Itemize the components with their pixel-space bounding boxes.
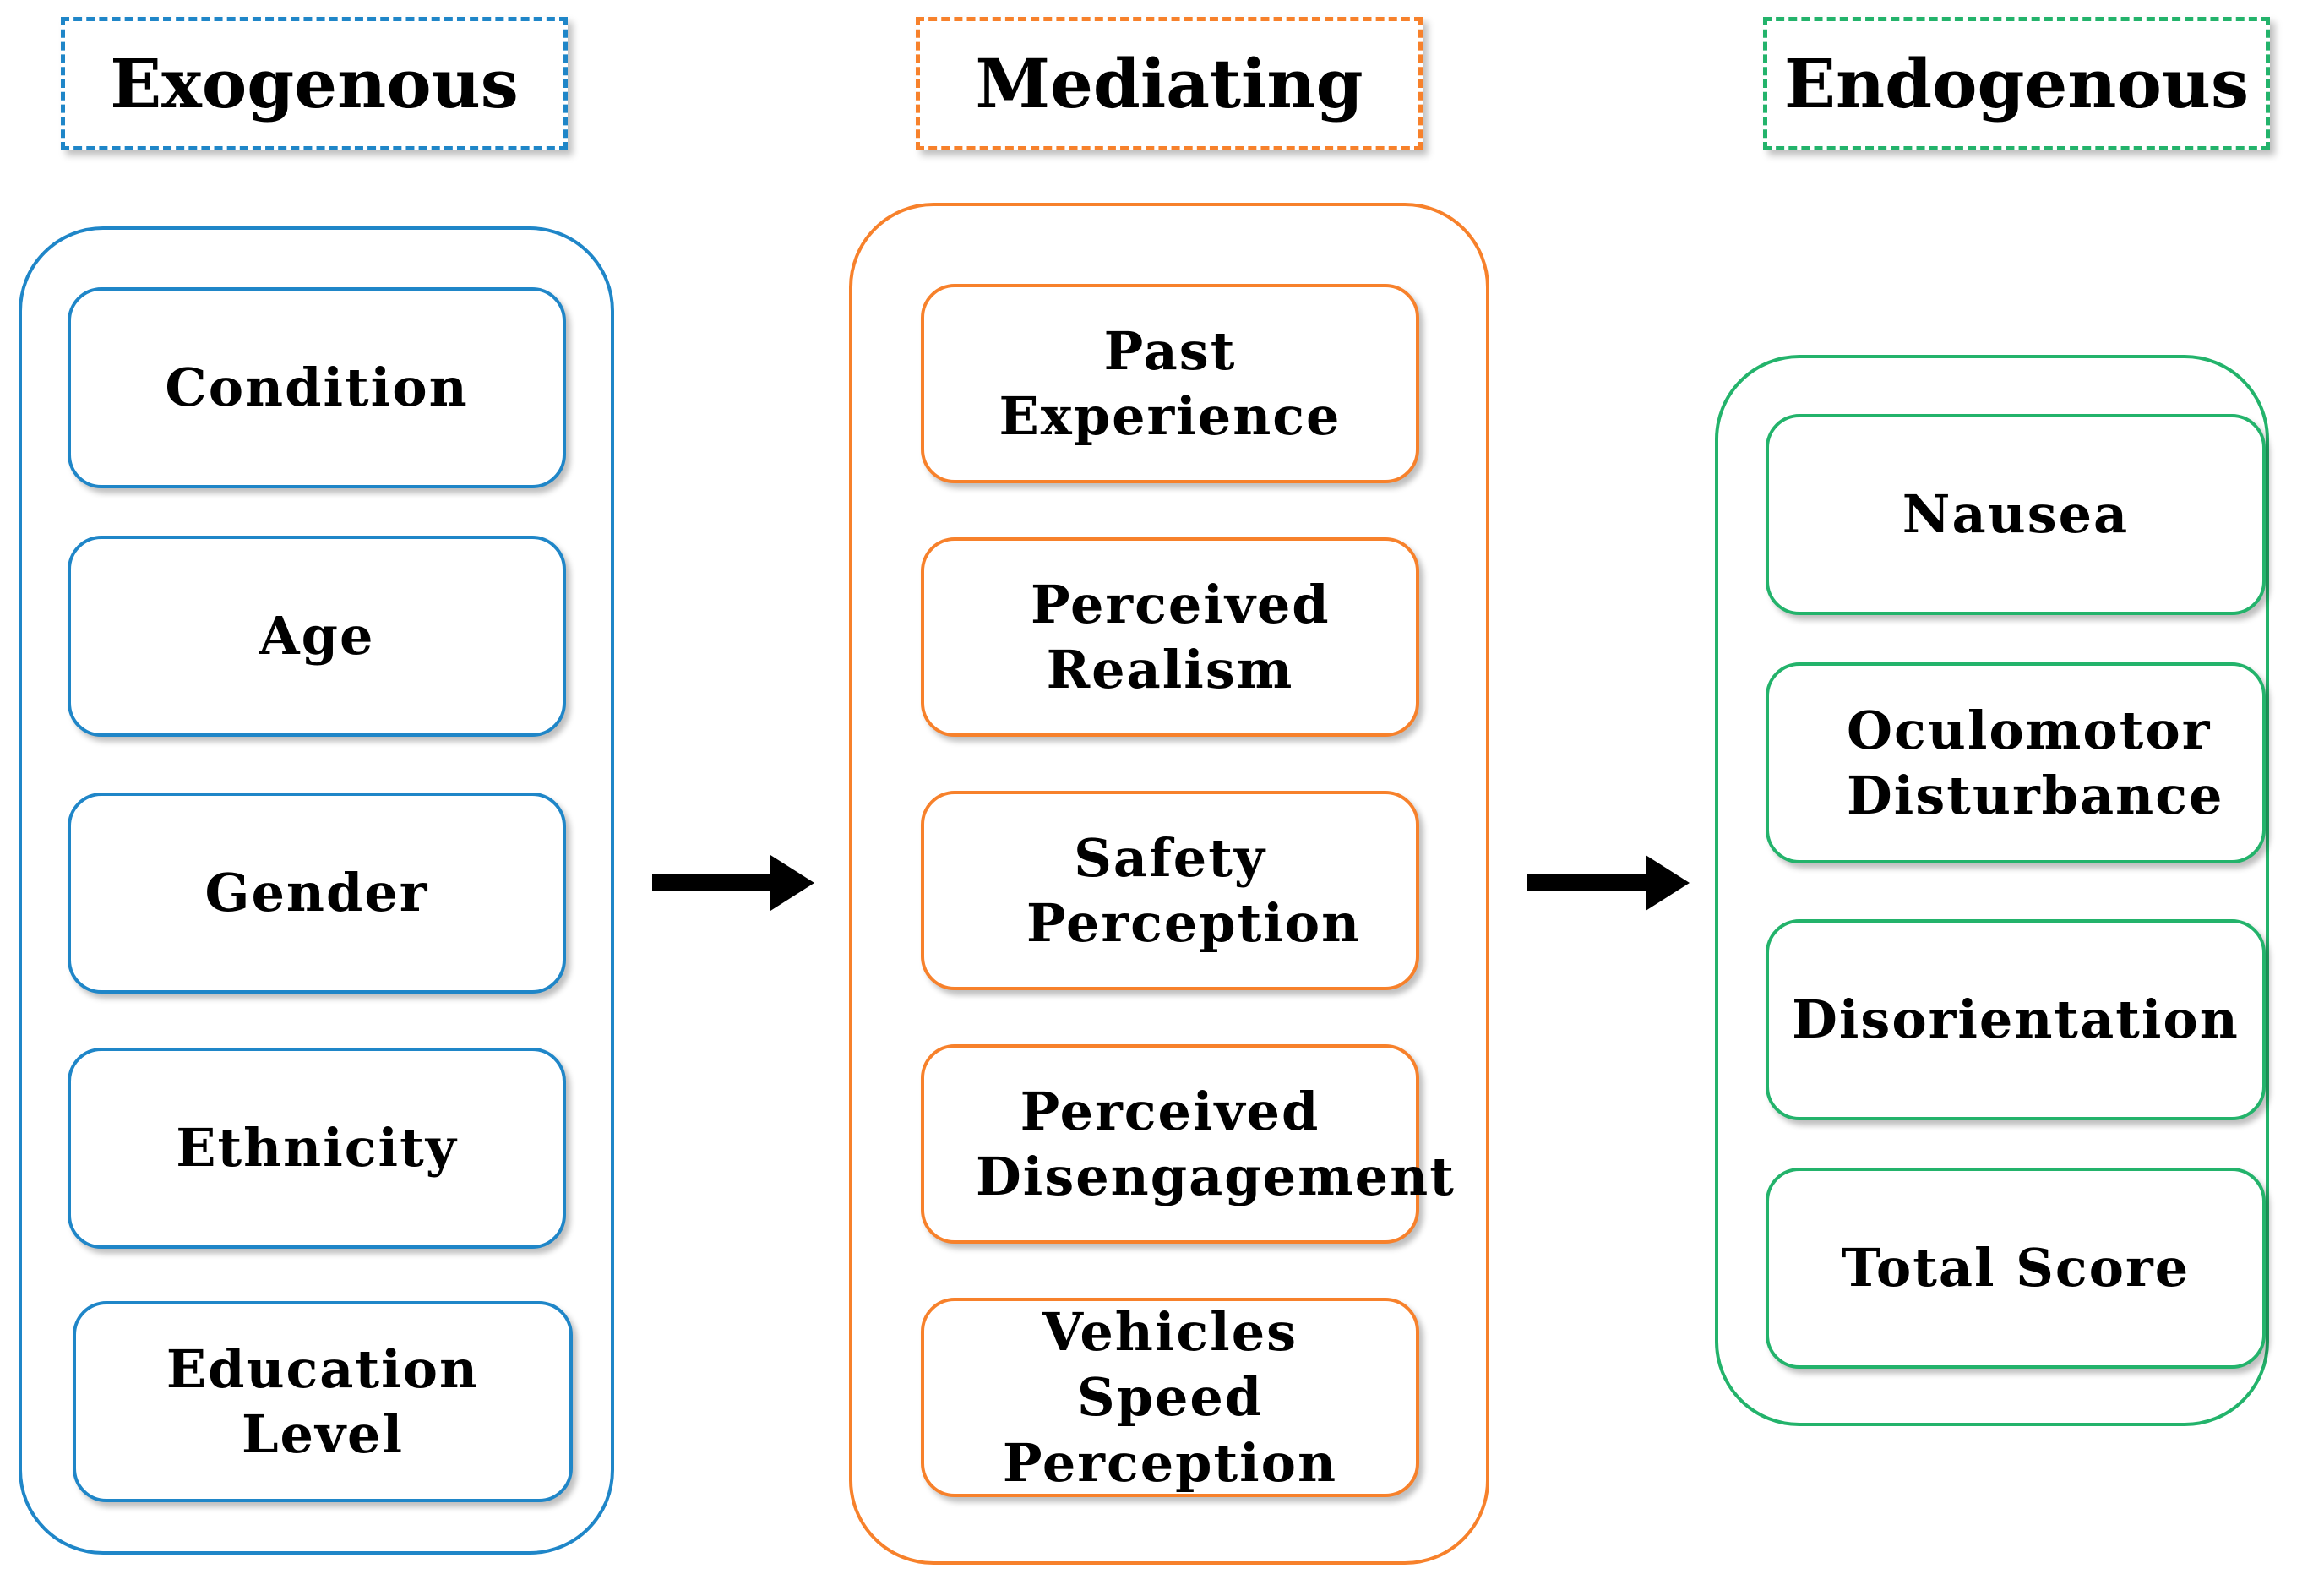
node-label: Condition: [165, 357, 469, 419]
exogenous-node-education-level: Education Level: [73, 1301, 573, 1502]
mediating-node-perceived-disengagement: Perceived Disengagement: [921, 1044, 1456, 1244]
exogenous-node-ethnicity: Ethnicity: [68, 1048, 566, 1249]
node-label: Vehicles Speed Perception: [1002, 1300, 1338, 1494]
node-label: Perceived Realism: [1031, 573, 1331, 701]
exogenous-node-gender: Gender: [68, 792, 566, 994]
endogenous-node-disorientation: Disorientation: [1766, 919, 2266, 1120]
exogenous-header: Exogenous: [61, 17, 568, 150]
exogenous-node-condition: Condition: [68, 287, 566, 488]
endogenous-node-nausea: Nausea: [1766, 414, 2266, 615]
arrow-right-icon: [652, 855, 814, 911]
exogenous-header-label: Exogenous: [110, 44, 519, 123]
node-label: Education Level: [166, 1337, 480, 1466]
mediating-node-past-experience: Past Experience: [921, 284, 1419, 483]
node-label: Age: [259, 605, 375, 667]
mediating-node-safety-perception: Safety Perception: [921, 791, 1419, 990]
mediating-node-perceived-realism: Perceived Realism: [921, 537, 1419, 737]
node-label: Oculomotor Disturbance: [1847, 699, 2224, 827]
endogenous-node-total-score: Total Score: [1766, 1168, 2266, 1369]
endogenous-header-label: Endogenous: [1784, 44, 2249, 123]
node-label: Perceived Disengagement: [976, 1080, 1456, 1208]
node-label: Disorientation: [1792, 989, 2240, 1051]
mediating-node-vehicles-speed-perception: Vehicles Speed Perception: [921, 1298, 1419, 1497]
node-label: Past Experience: [999, 319, 1342, 448]
node-label: Total Score: [1841, 1237, 2191, 1299]
node-label: Safety Perception: [1026, 826, 1362, 955]
endogenous-header: Endogenous: [1763, 17, 2270, 150]
exogenous-node-age: Age: [68, 536, 566, 737]
node-label: Gender: [204, 862, 429, 924]
endogenous-node-oculomotor-disturbance: Oculomotor Disturbance: [1766, 662, 2266, 863]
node-label: Ethnicity: [176, 1117, 458, 1179]
mediating-header-label: Mediating: [975, 44, 1363, 123]
node-label: Nausea: [1902, 483, 2130, 546]
mediating-header: Mediating: [916, 17, 1423, 150]
arrow-right-icon: [1527, 855, 1690, 911]
